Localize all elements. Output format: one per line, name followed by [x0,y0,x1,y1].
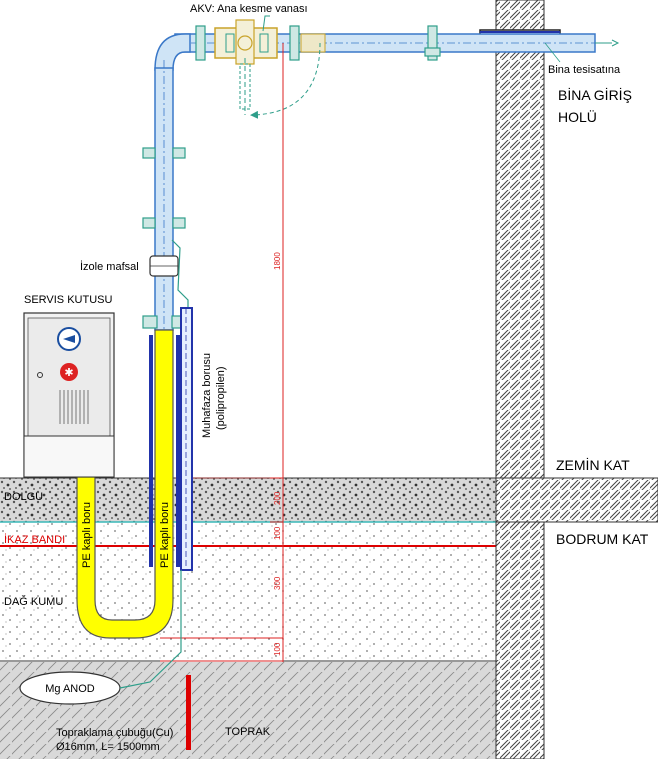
dolgu-label: DOLGU [4,491,43,503]
dim-1800: 1800 [273,252,282,270]
topraklama-label-1: Topraklama çubuğu(Cu) [56,727,173,739]
bina-tesisatina-label: Bina tesisatına [548,64,621,76]
dim-200: 200 [273,491,282,505]
warning-symbol [60,363,78,381]
zemin-kat-label: ZEMİN KAT [556,456,630,473]
dag-kumu-layer [0,523,496,661]
pe-kapli-boru-label-right: PE kaplı boru [159,502,171,568]
ana-kesme-vanasi [214,15,326,65]
mg-anod-label: Mg ANOD [45,683,95,695]
pe-kapli-boru-label-left: PE kaplı boru [81,502,93,568]
dolgu-layer [0,478,496,522]
akv-label: AKV: Ana kesme vanası [190,3,308,15]
muhafaza-borusu [180,307,193,571]
dim-100a: 100 [273,526,282,540]
izole-mafsal-label: İzole mafsal [80,260,139,273]
muhafaza-borusu-label: Muhafaza borusu [201,353,213,438]
anode-cable [119,570,182,689]
riser-flange [142,315,187,329]
svg-text:✱: ✱ [64,367,73,379]
topraklama-cubugu [186,675,191,750]
polipropilen-label: (polipropilen) [215,366,227,430]
flange [195,25,441,61]
dag-kumu-label: DAĞ KUMU [4,595,63,608]
ikaz-bandi-label: İKAZ BANDI [4,533,65,546]
bonding-wire [171,239,189,320]
toprak-label: TOPRAK [225,726,271,738]
topraklama-label-2: Ø16mm, L= 1500mm [56,741,160,753]
servis-kutusu-label: SERVIS KUTUSU [24,294,112,306]
building-wall-lower [495,521,545,759]
pipe-clamp [142,147,186,229]
dim-100b: 100 [273,642,282,656]
bodrum-kat-label: BODRUM KAT [556,531,649,547]
holu-label: HOLÜ [558,108,597,125]
servis-kutusu: ✱ [23,312,115,478]
pe-kapli-boru [76,329,174,639]
floor-slab [495,477,658,523]
building-wall-upper [495,0,545,479]
dim-300: 300 [273,576,282,590]
pipe-elbow [154,33,191,71]
bina-giris-label: BİNA GİRİŞ [558,86,632,103]
